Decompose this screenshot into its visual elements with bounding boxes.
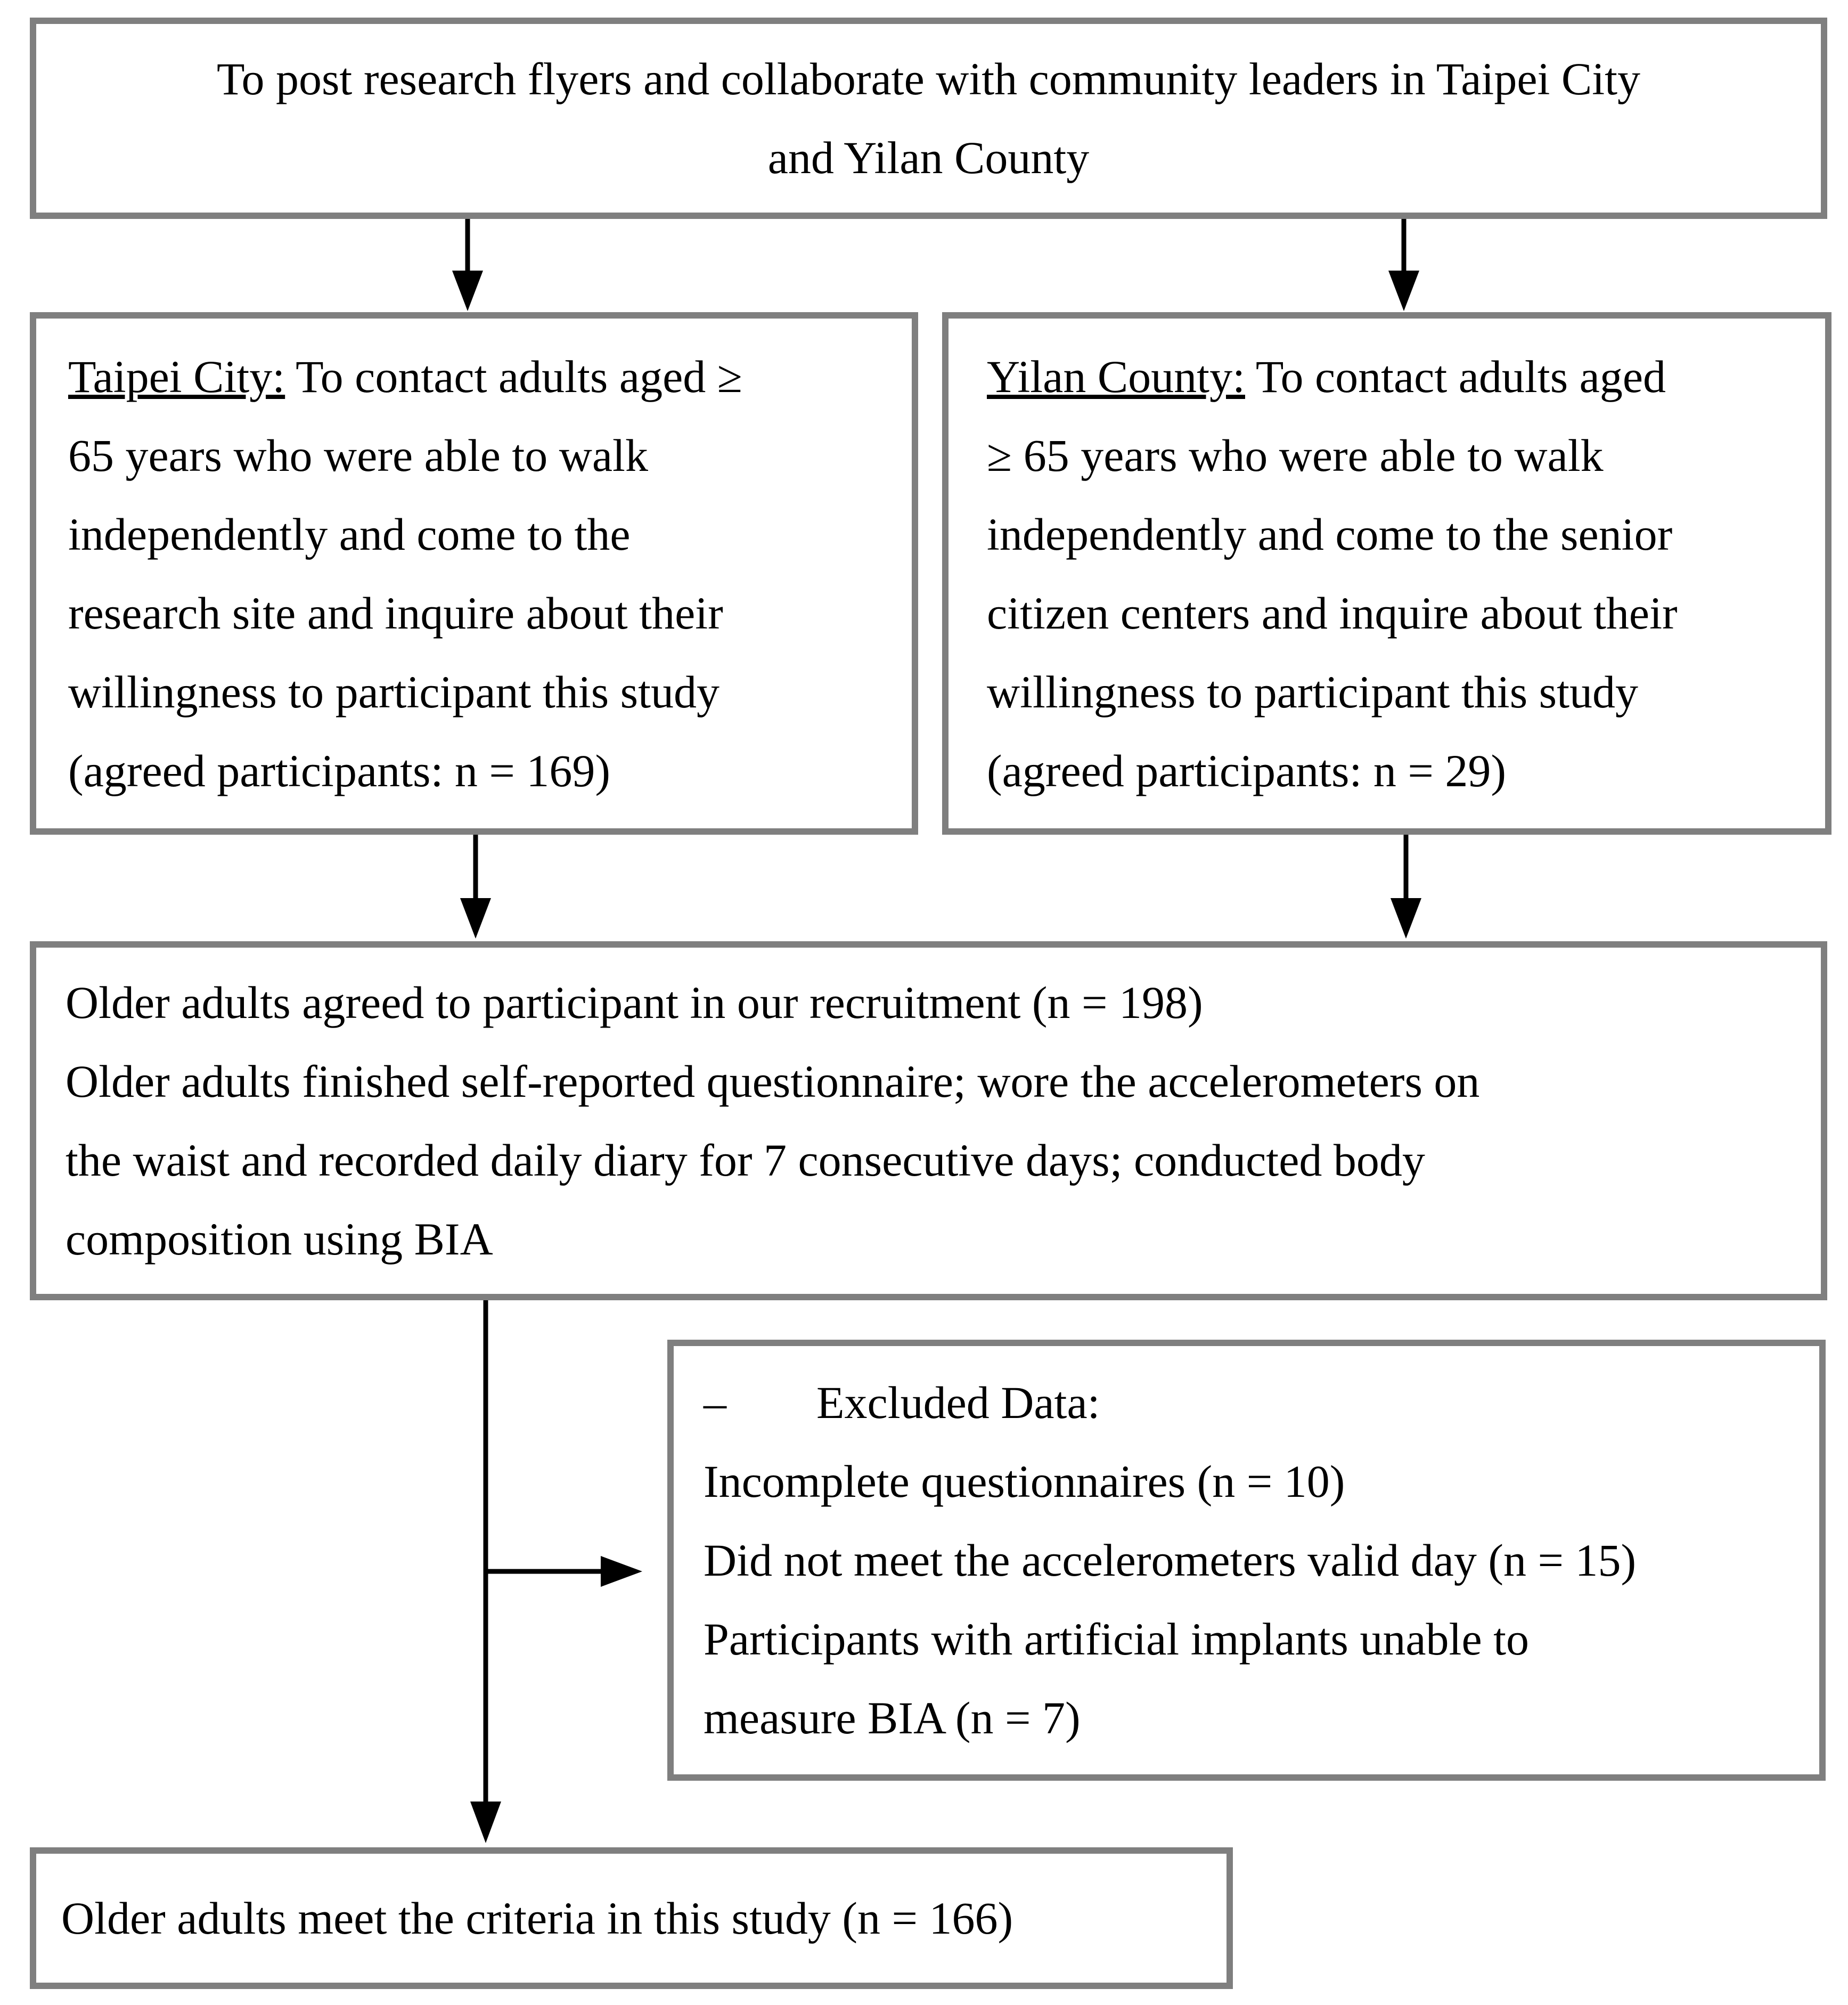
arrow-recruited-to-final bbox=[470, 1300, 501, 1843]
flow-box-text: Older adults agreed to participant in ou… bbox=[66, 977, 1480, 1265]
flow-box-taipei-city: Taipei City: To contact adults aged ≥ 65… bbox=[30, 312, 918, 835]
flow-box-yilan-county: Yilan County: To contact adults aged ≥ 6… bbox=[942, 312, 1831, 835]
flow-box-recruitment-strategy: To post research flyers and collaborate … bbox=[30, 18, 1827, 219]
dash-bullet: – bbox=[704, 1377, 726, 1428]
excluded-title-line: – Excluded Data: bbox=[704, 1363, 1809, 1442]
yilan-county-body: To contact adults aged ≥ 65 years who we… bbox=[987, 351, 1678, 796]
arrow-yilan-to-recruited bbox=[1391, 835, 1421, 939]
flow-box-excluded-data: – Excluded Data: Incomplete questionnaire… bbox=[667, 1340, 1826, 1781]
taipei-city-label: Taipei City: bbox=[68, 351, 285, 402]
arrow-taipei-to-recruited bbox=[460, 835, 491, 939]
flow-box-recruited-participants: Older adults agreed to participant in ou… bbox=[30, 941, 1827, 1300]
taipei-city-body: To contact adults aged ≥ 65 years who we… bbox=[68, 351, 742, 796]
arrow-top-to-taipei bbox=[452, 219, 483, 311]
excluded-title: Excluded Data: bbox=[816, 1377, 1100, 1428]
yilan-county-label: Yilan County: bbox=[987, 351, 1245, 402]
arrow-branch-to-excluded bbox=[486, 1556, 642, 1587]
flow-box-text: To post research flyers and collaborate … bbox=[216, 53, 1641, 183]
flow-box-text: Yilan County: To contact adults aged ≥ 6… bbox=[987, 337, 1809, 810]
arrow-top-to-yilan bbox=[1388, 219, 1419, 311]
flow-box-text: Older adults meet the criteria in this s… bbox=[61, 1893, 1013, 1944]
excluded-items: Incomplete questionnaires (n = 10) Did n… bbox=[704, 1456, 1637, 1743]
flow-box-final-sample: Older adults meet the criteria in this s… bbox=[30, 1847, 1233, 1989]
flow-box-text: Taipei City: To contact adults aged ≥ 65… bbox=[68, 337, 893, 810]
